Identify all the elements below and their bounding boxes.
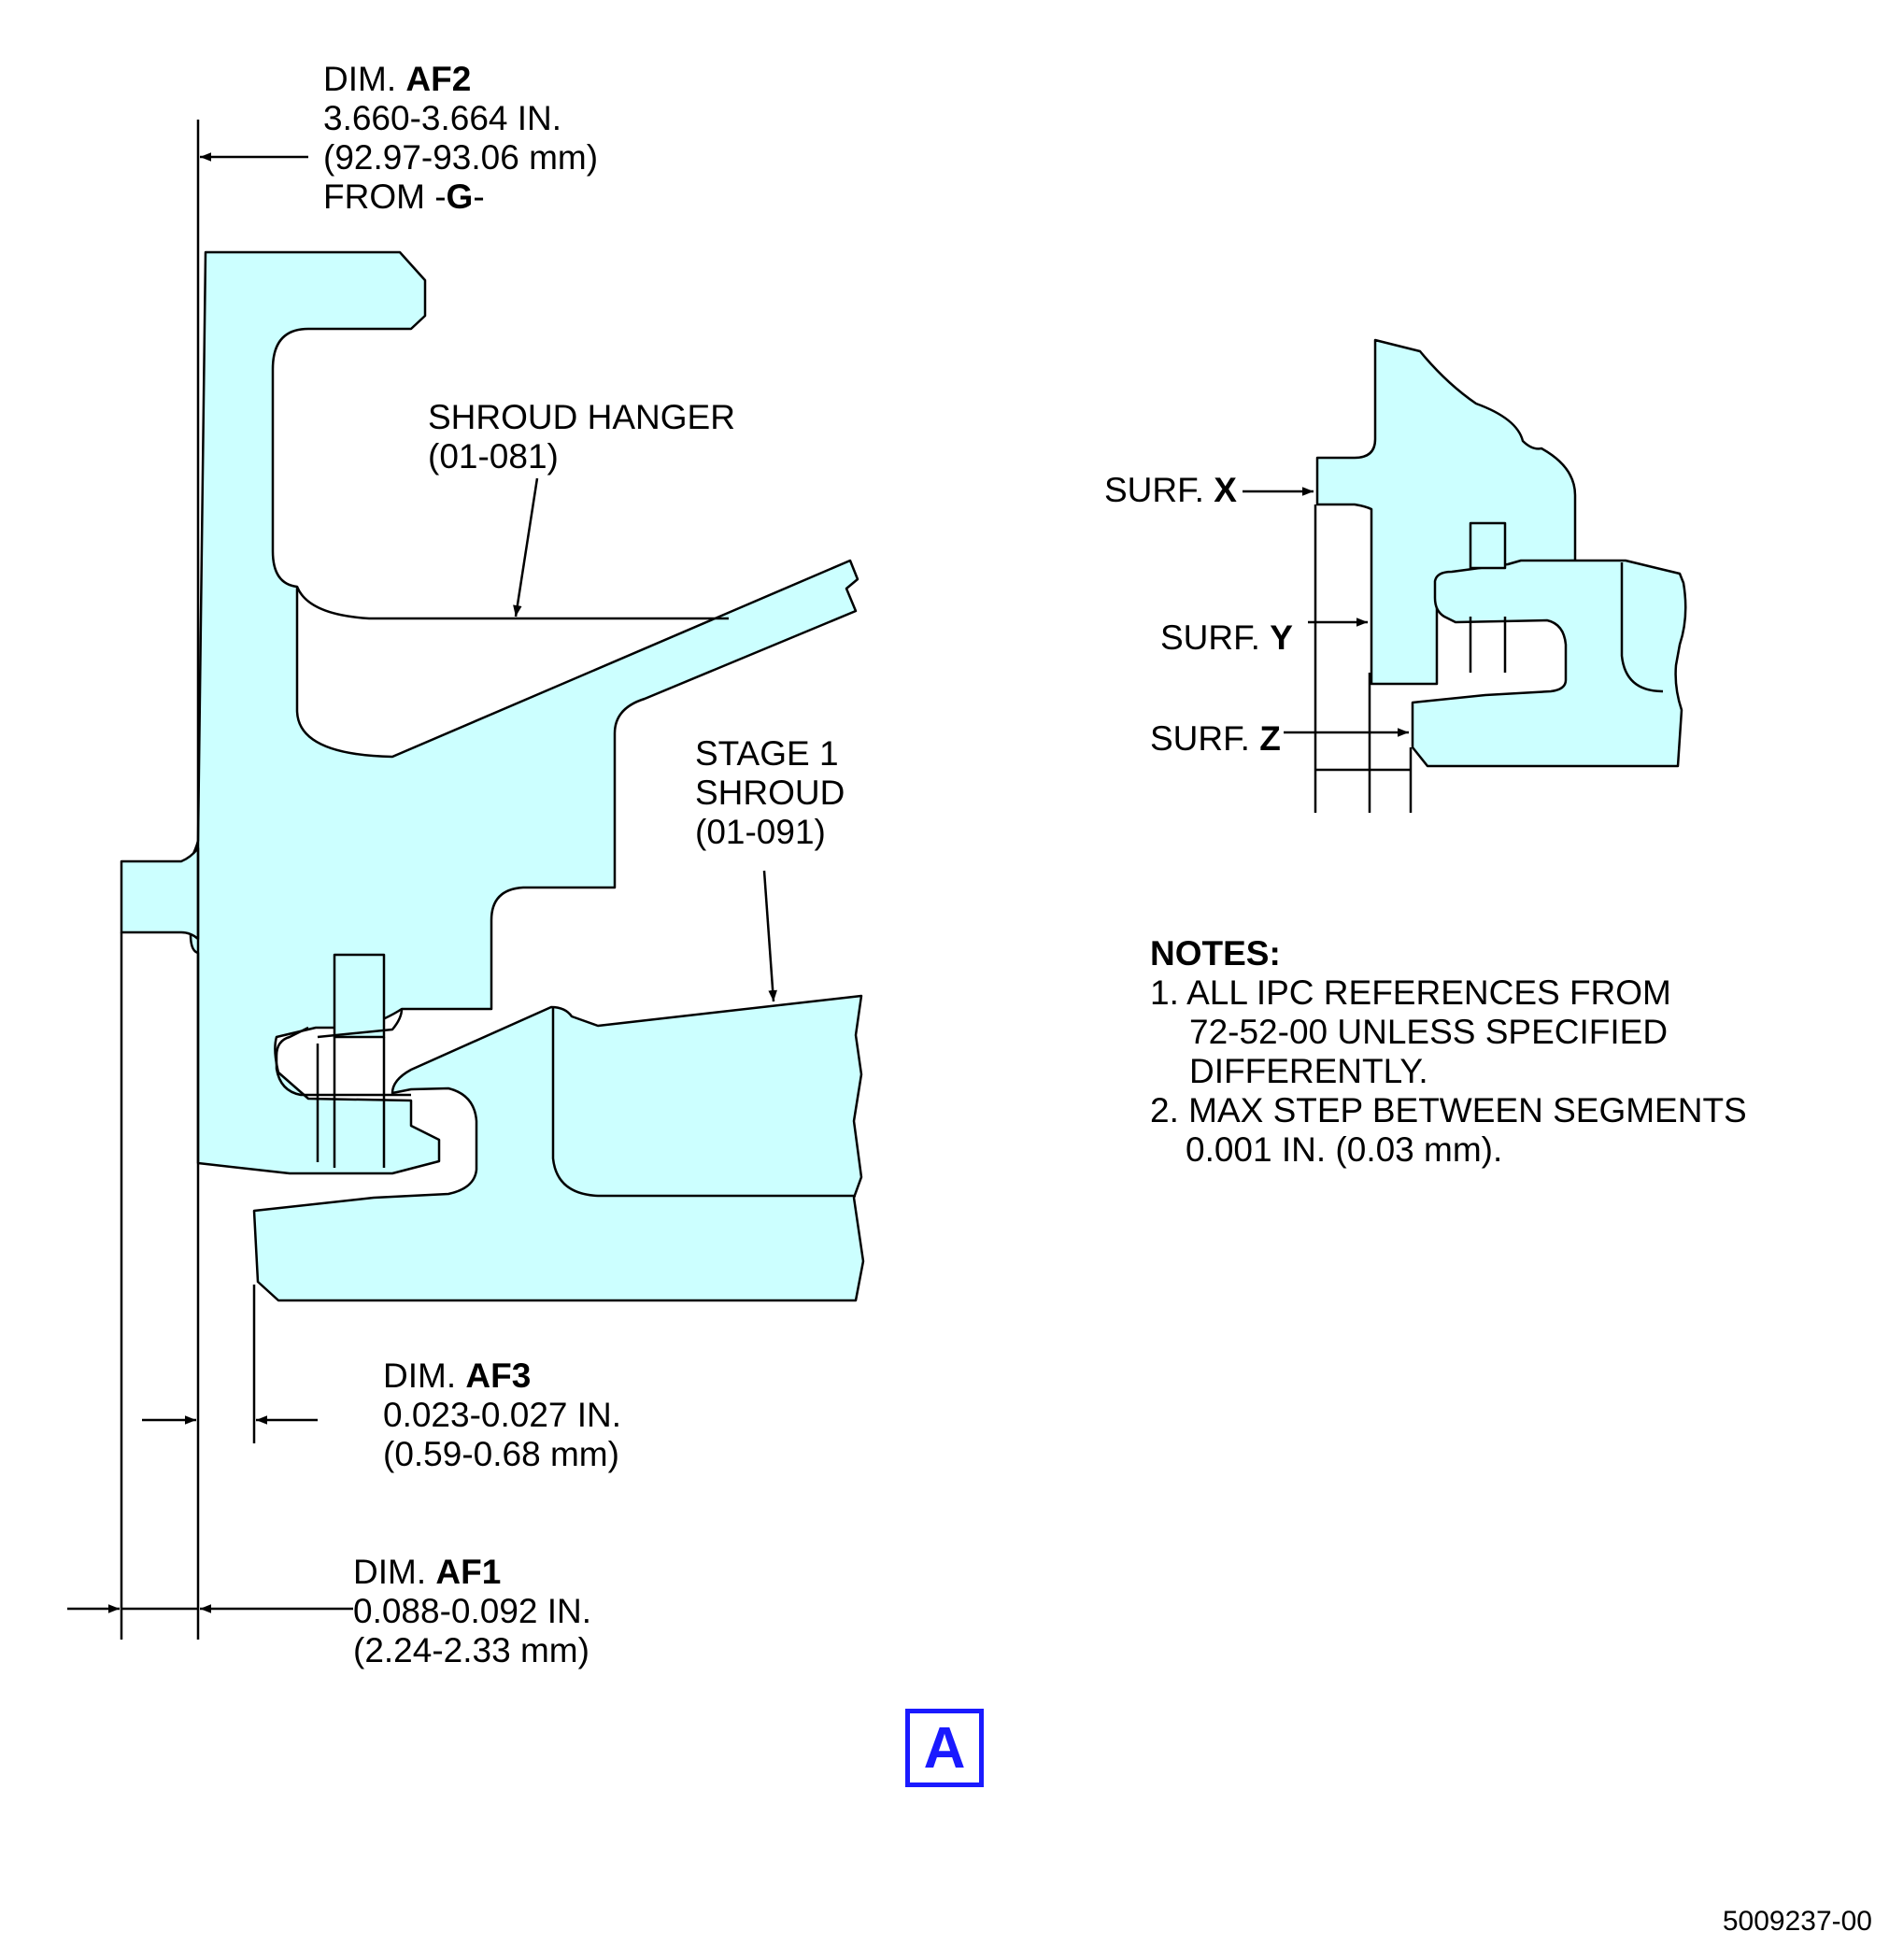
shroud-hanger-ref: (01-081) [428, 437, 559, 476]
dim-af2-code: AF2 [405, 60, 472, 98]
hanger-flange [120, 846, 200, 941]
dim-af2-inches: 3.660-3.664 IN. [323, 99, 562, 137]
dim-af3-label: DIM. AF3 0.023-0.027 IN. (0.59-0.68 mm) [383, 1356, 621, 1474]
dim-af1-mm: (2.24-2.33 mm) [353, 1631, 589, 1669]
retainer-pin-lower [333, 1037, 386, 1168]
dim-af3-mm: (0.59-0.68 mm) [383, 1435, 619, 1473]
dim-af3-prefix: DIM. [383, 1356, 457, 1395]
stage1-shroud-body [252, 994, 865, 1302]
leader-shroud-hanger [513, 477, 539, 618]
dim-af2-label: DIM. AF2 3.660-3.664 IN. (92.97-93.06 mm… [323, 60, 598, 217]
note-2-line-1: 2. MAX STEP BETWEEN SEGMENTS [1150, 1091, 1747, 1129]
dim-af1-label: DIM. AF1 0.088-0.092 IN. (2.24-2.33 mm) [353, 1553, 591, 1670]
detail-pin-lower [1469, 617, 1507, 673]
surf-y-label: SURF. Y [1160, 618, 1293, 658]
surf-x-label: SURF. X [1104, 471, 1237, 510]
stage1-shroud-label: STAGE 1 SHROUD (01-091) [695, 734, 845, 852]
shroud-hanger-name: SHROUD HANGER [428, 398, 735, 436]
note-2-line-2: 0.001 IN. (0.03 mm). [1186, 1130, 1503, 1169]
dim-af1-inches: 0.088-0.092 IN. [353, 1592, 592, 1630]
detail-hanger-body [1315, 338, 1577, 686]
document-number: 5009237-00 [1722, 1906, 1872, 1937]
retainer-pin-upper [333, 953, 386, 1039]
detail-shroud-inner [1620, 562, 1664, 693]
surf-x-prefix: SURF. [1104, 471, 1204, 509]
surf-z-letter: Z [1259, 719, 1281, 758]
dim-af1-code: AF1 [435, 1553, 502, 1591]
stage1-shroud-line2: SHROUD [695, 774, 845, 812]
dim-af3-code: AF3 [465, 1356, 532, 1395]
note-1-line-2: 72-52-00 UNLESS SPECIFIED [1189, 1013, 1669, 1051]
surf-z-prefix: SURF. [1150, 719, 1250, 758]
surf-z-label: SURF. Z [1150, 719, 1281, 759]
note-1-line-1: 1. ALL IPC REFERENCES FROM [1150, 973, 1671, 1012]
shroud-hanger-edge [295, 586, 729, 620]
stage1-shroud-ref: (01-091) [695, 813, 826, 851]
shroud-inner-pocket [551, 1007, 856, 1198]
hook-contour [317, 1008, 404, 1039]
note-1-line-3: DIFFERENTLY. [1189, 1052, 1428, 1090]
hanger-hook-gap [275, 1026, 411, 1097]
surf-y-letter: Y [1270, 618, 1293, 657]
surf-x-letter: X [1214, 471, 1237, 509]
dim-af2-from-suffix: - [473, 178, 485, 216]
notes-title: NOTES: [1150, 934, 1281, 973]
detail-shroud-body [1411, 559, 1687, 768]
shroud-hanger-label: SHROUD HANGER (01-081) [428, 398, 735, 476]
dim-af2-mm: (92.97-93.06 mm) [323, 138, 599, 177]
dim-af2-datum: G [446, 178, 474, 216]
stage1-shroud-line1: STAGE 1 [695, 734, 839, 773]
view-a-label: A [905, 1709, 984, 1787]
dim-af2-prefix: DIM. [323, 60, 397, 98]
leader-stage1-shroud [762, 870, 777, 1002]
notes-block: NOTES: 1. ALL IPC REFERENCES FROM 72-52-… [1150, 934, 1747, 1170]
surf-y-prefix: SURF. [1160, 618, 1260, 657]
dim-af2-from: FROM - [323, 178, 447, 216]
detail-pin [1469, 521, 1507, 570]
dim-af1-prefix: DIM. [353, 1553, 427, 1591]
dim-af3-inches: 0.023-0.027 IN. [383, 1396, 622, 1434]
